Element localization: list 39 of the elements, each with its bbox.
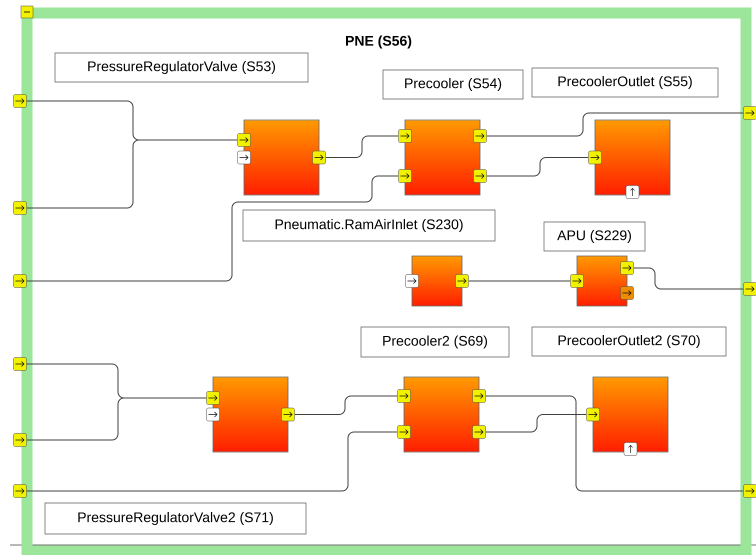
connector: [26, 176, 399, 282]
port-icon: [13, 484, 27, 498]
label-box: Precooler (S54): [382, 70, 524, 100]
connector: [26, 140, 238, 208]
block: [398, 120, 487, 196]
label-box: PrecoolerOutlet2 (S70): [532, 326, 726, 356]
connector: [486, 157, 589, 176]
port-icon: [13, 274, 27, 288]
label-box: PrecoolerOutlet (S55): [532, 68, 718, 98]
connector: [26, 398, 207, 440]
block: [397, 376, 486, 452]
label-box: APU (S229): [544, 222, 646, 252]
block: [586, 376, 668, 456]
block: [570, 256, 634, 306]
label-box: PressureRegulatorValve2 (S71): [44, 502, 306, 534]
port-icon: [13, 357, 27, 371]
port-icon: [743, 484, 756, 498]
port-icon: [13, 433, 27, 447]
block: [588, 120, 670, 199]
connector: [294, 396, 398, 415]
connector: [485, 396, 744, 492]
connector: [26, 432, 398, 492]
port-icon: [13, 201, 27, 215]
connector: [633, 268, 744, 290]
block: [237, 120, 326, 196]
port-icon: [743, 282, 756, 296]
connector: [486, 112, 744, 136]
connector: [325, 136, 399, 158]
port-icon: [13, 94, 27, 108]
frame-title: PNE (S56): [346, 35, 412, 49]
collapse-button: [20, 6, 34, 18]
label-box: PressureRegulatorValve (S53): [54, 52, 308, 82]
label-box: Pneumatic.RamAirInlet (S230): [242, 210, 496, 242]
connector: [485, 414, 587, 432]
label-box: Precooler2 (S69): [360, 326, 510, 358]
block: [206, 376, 295, 452]
connector: [468, 280, 571, 282]
port-icon: [743, 106, 756, 120]
block: [405, 256, 469, 306]
